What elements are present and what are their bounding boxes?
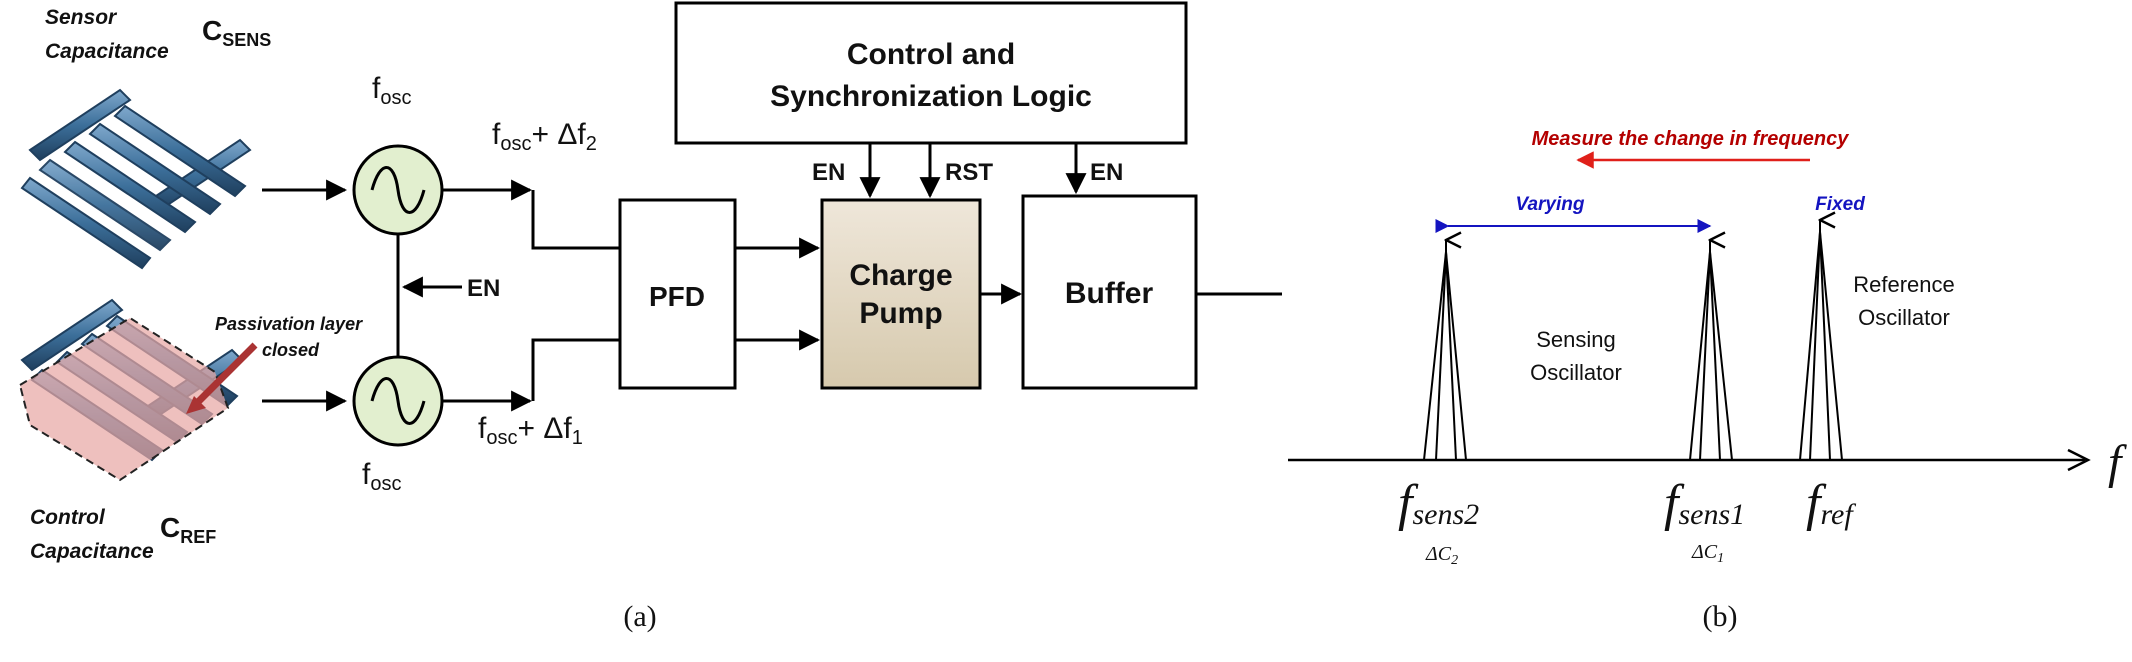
fixed-label: Fixed [1815,194,1865,215]
measure-label: Measure the change in frequency [1532,128,1850,150]
control-logic-label-line1: Control and [847,38,1015,71]
sensor-capacitor-icon [20,88,252,270]
control-cap-label-line1: Control [30,506,106,529]
sensor-cap-label-line1: Sensor [45,6,118,29]
f-bottom-label: fosc+ Δf1 [478,412,583,449]
sine-icon [370,377,426,425]
frequency-axis-arrow [2067,448,2091,472]
pfd-label: PFD [649,281,705,312]
sensing-osc-label-line2: Oscillator [1530,360,1622,385]
passivation-label-line2: closed [262,340,320,360]
peak-fref [1799,220,1843,461]
charge-pump-block [820,198,982,390]
fref-label: fref [1806,475,1856,532]
axis-label-f: f [2108,436,2127,489]
c-sens-label: CSENS [202,15,271,50]
fosc-top-label: fosc [372,72,411,109]
charge-pump-label-line2: Pump [859,297,942,330]
panel-a: Sensor Capacitance CSENS [18,1,1282,633]
control-logic-label-line2: Synchronization Logic [770,80,1092,113]
rst-cp-label: RST [945,159,993,186]
varying-label: Varying [1516,194,1585,215]
passivation-arrow [192,342,258,408]
sensor-cap-label-line2: Capacitance [45,40,169,63]
caption-a: (a) [623,600,656,633]
charge-pump-label-line1: Charge [849,259,952,292]
buffer-label: Buffer [1065,277,1154,310]
reference-osc-label-line2: Oscillator [1858,305,1950,330]
control-logic-block [674,1,1188,145]
sine-icon [370,166,426,214]
panel-b: f Measure the change in frequency Varyin… [1288,128,2127,633]
caption-b: (b) [1703,600,1738,633]
oscillator-top [352,144,444,236]
reference-osc-label-line1: Reference [1853,272,1955,297]
fosc-bottom-label: fosc [362,458,401,495]
wire-top-to-pfd [531,190,620,250]
delta-c2-label: ΔC2 [1425,543,1458,568]
delta-c1-label: ΔC1 [1691,541,1724,566]
en-buffer-label: EN [1090,159,1123,186]
wire-bottom-to-pfd [531,338,620,401]
peak-fsens2 [1423,240,1467,461]
osc-en-label: EN [467,275,500,302]
fsens1-label: fsens1 [1664,475,1745,532]
sensing-osc-label-line1: Sensing [1536,327,1616,352]
passivation-layer [18,316,230,482]
peak-fsens1 [1689,240,1733,461]
pfd-block [618,198,737,390]
c-ref-label: CREF [160,512,216,547]
control-capacitor-icon [18,298,244,482]
control-cap-label-line2: Capacitance [30,540,154,563]
buffer-block [1021,194,1198,390]
f-top-label: fosc+ Δf2 [492,118,597,155]
passivation-arrow-head [186,396,206,414]
fsens2-label: fsens2 [1398,475,1479,532]
passivation-label-line1: Passivation layer [215,314,363,334]
oscillator-bottom [352,355,444,447]
en-cp-label: EN [812,159,845,186]
